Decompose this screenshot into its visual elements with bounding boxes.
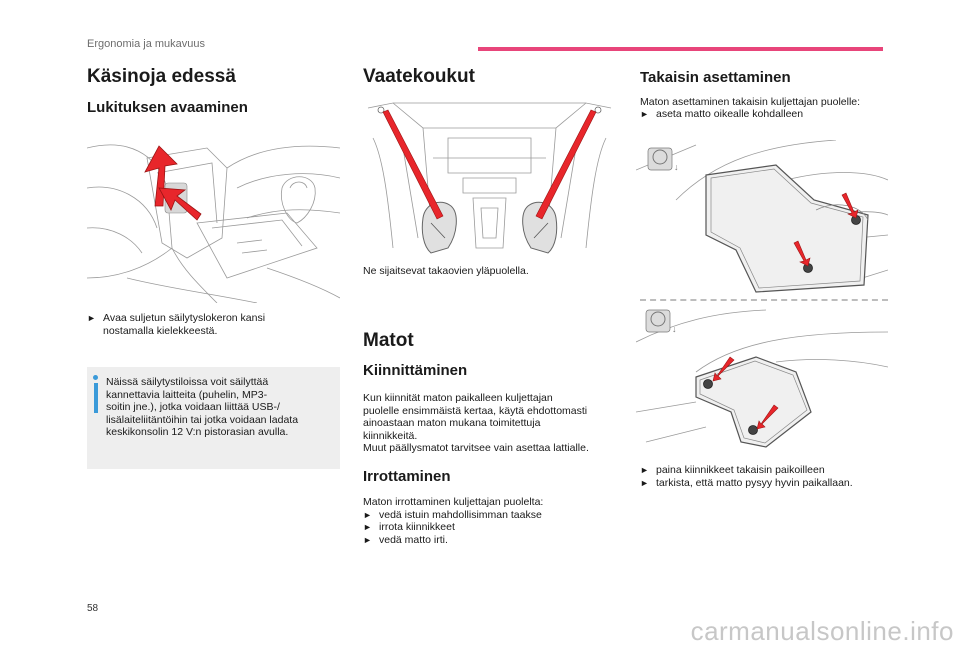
- svg-text:↓: ↓: [672, 324, 677, 334]
- info-box: Näissä säilytystiloissa voit säilyttää k…: [87, 367, 340, 469]
- fixing-line: Muut päällysmatot tarvitsee vain asettaa…: [363, 442, 589, 455]
- final-step-text: tarkista, että matto pysyy hyvin paikall…: [656, 477, 853, 489]
- watermark: carmanualsonline.info: [690, 616, 954, 646]
- subtitle-removal: Irrottaminen: [363, 468, 451, 485]
- bullet-arrow-icon: ►: [363, 510, 372, 520]
- refitting-step: ► aseta matto oikealle kohdalleen: [640, 108, 888, 121]
- mat-bottom-illustration: ↓: [636, 302, 888, 454]
- info-line: soitin jne.), jotka voidaan liittää USB-…: [106, 401, 280, 414]
- bullet-line-1: Avaa suljetun säilytyslokeron kansi: [103, 312, 266, 324]
- removal-step: ► irrota kiinnikkeet: [363, 521, 616, 534]
- bullet-line-2: nostamalla kielekkeestä.: [103, 324, 218, 337]
- fixing-line: kiinnikkeitä.: [363, 429, 418, 442]
- title-refitting: Takaisin asettaminen: [640, 69, 791, 86]
- fixing-line: Kun kiinnität maton paikalleen kuljettaj…: [363, 392, 553, 404]
- bullet-arrow-icon: ►: [87, 313, 96, 323]
- info-text: Näissä säilytystiloissa voit säilyttää k…: [106, 376, 334, 439]
- info-line: keskikonsolin 12 V:n pistorasian avulla.: [106, 426, 289, 439]
- fixing-line: ainoastaan maton mukana toimitettuja: [363, 417, 541, 430]
- final-step-text: paina kiinnikkeet takaisin paikoilleen: [656, 464, 825, 476]
- section-accent-bar: [478, 47, 883, 51]
- info-line: Näissä säilytystiloissa voit säilyttää: [106, 376, 269, 388]
- removal-step-text: irrota kiinnikkeet: [379, 521, 455, 533]
- removal-step: ► vedä matto irti.: [363, 534, 616, 547]
- mat-top-illustration: ↓: [636, 140, 888, 298]
- bullet-arrow-icon: ►: [640, 109, 649, 119]
- bullet-arrow-icon: ►: [363, 522, 372, 532]
- removal-step-text: vedä istuin mahdollisimman taakse: [379, 509, 542, 521]
- armrest-illustration: [87, 128, 340, 303]
- info-icon: [93, 375, 98, 413]
- title-front-armrest: Käsinoja edessä: [87, 66, 236, 87]
- info-line: kannettavia laitteita (puhelin, MP3-: [106, 388, 268, 401]
- refitting-step-text: aseta matto oikealle kohdalleen: [656, 108, 804, 120]
- bullet-arrow-icon: ►: [640, 465, 649, 475]
- final-step: ► paina kiinnikkeet takaisin paikoilleen: [640, 464, 888, 477]
- fixing-line: puolelle ensimmäistä kertaa, käytä ehdot…: [363, 404, 588, 417]
- removal-step: ► vedä istuin mahdollisimman taakse: [363, 509, 616, 522]
- subtitle-unlocking: Lukituksen avaaminen: [87, 99, 248, 116]
- subtitle-fixing: Kiinnittäminen: [363, 362, 468, 379]
- figure-divider: [640, 299, 888, 301]
- page-number: 58: [87, 603, 99, 614]
- info-line: lisälaiteliitäntöihin tai jotka voidaan …: [106, 413, 299, 426]
- removal-step-text: vedä matto irti.: [379, 534, 448, 546]
- bullet-arrow-icon: ►: [640, 478, 649, 488]
- svg-text:↓: ↓: [674, 162, 679, 172]
- refitting-intro: Maton asettaminen takaisin kuljettajan p…: [640, 96, 861, 108]
- bullet-arrow-icon: ►: [363, 535, 372, 545]
- section-label: Ergonomia ja mukavuus: [87, 38, 206, 50]
- removal-intro: Maton irrottaminen kuljettajan puolelta:: [363, 496, 544, 508]
- bullet-open-compartment: ► Avaa suljetun säilytyslokeron kansi no…: [87, 312, 340, 337]
- final-step: ► tarkista, että matto pysyy hyvin paika…: [640, 477, 888, 490]
- coat-hooks-caption: Ne sijaitsevat takaovien yläpuolella.: [363, 265, 529, 277]
- fixing-text: Kun kiinnität maton paikalleen kuljettaj…: [363, 392, 616, 455]
- coat-hooks-illustration: [363, 98, 616, 258]
- title-coat-hooks: Vaatekoukut: [363, 66, 475, 87]
- title-mats: Matot: [363, 330, 414, 351]
